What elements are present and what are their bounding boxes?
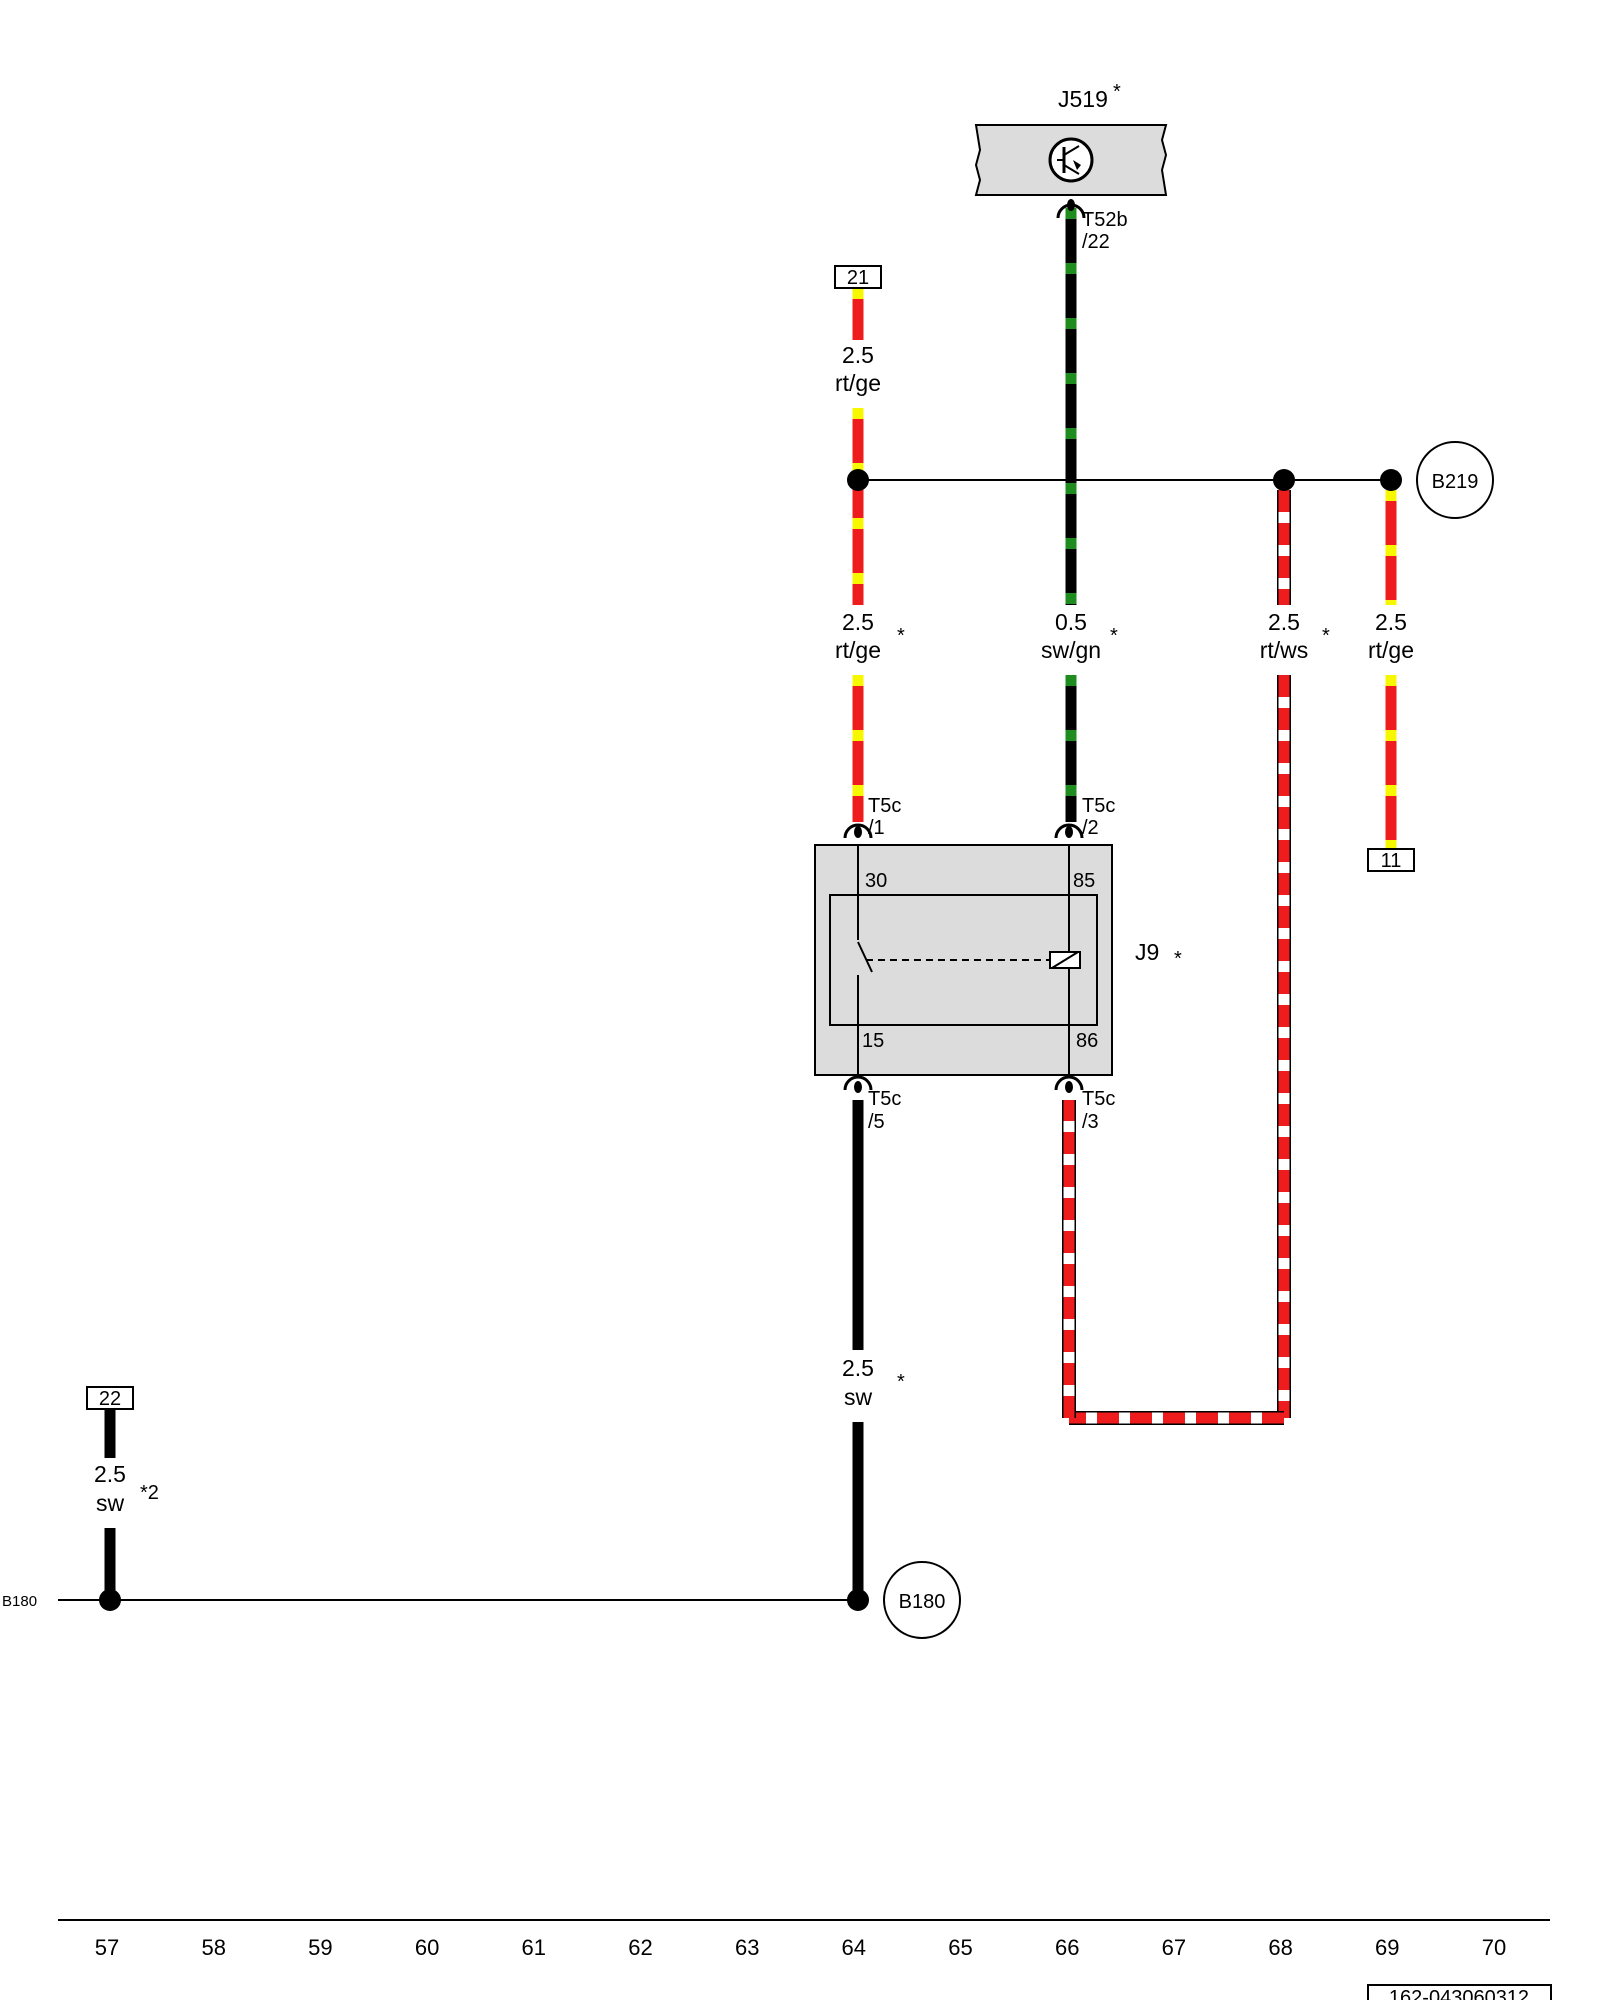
wire-3-color: rt/ws bbox=[1260, 637, 1309, 663]
relay-switch-blade bbox=[857, 941, 873, 973]
ref-box-11[interactable]: 11 bbox=[1367, 848, 1415, 872]
node-b180[interactable]: B180 bbox=[883, 1561, 961, 1639]
wire-6-color: sw bbox=[96, 1490, 125, 1516]
footer-column-number: 59 bbox=[308, 1935, 332, 1960]
connector-t5c-3-name: T5c bbox=[1082, 1088, 1115, 1110]
node-b180-label: B180 bbox=[899, 1591, 946, 1613]
junction-dot bbox=[99, 1589, 121, 1611]
footer-column-number: 60 bbox=[415, 1935, 439, 1960]
j9-relay[interactable] bbox=[814, 844, 1113, 1076]
connector-t5c-1-pin: /1 bbox=[868, 817, 885, 839]
j9-label: J9 bbox=[1135, 939, 1159, 965]
connector-t5c-2-name: T5c bbox=[1082, 795, 1115, 817]
connector-t5c-2-pin: /2 bbox=[1082, 817, 1099, 839]
node-b219[interactable]: B219 bbox=[1416, 441, 1494, 519]
wire-5-color: sw bbox=[844, 1384, 873, 1410]
connector-t5c-1-name: T5c bbox=[868, 795, 901, 817]
connector-t5c-3-pin: /3 bbox=[1082, 1111, 1099, 1133]
connector-t5c-5-name: T5c bbox=[868, 1088, 901, 1110]
wire-6-star: *2 bbox=[140, 1482, 159, 1504]
connector-t5c-5-pin: /5 bbox=[868, 1111, 885, 1133]
j9-terminal-85: 85 bbox=[1073, 870, 1095, 892]
doc-id: 162-043060312 bbox=[1389, 1987, 1529, 2000]
node-b219-label: B219 bbox=[1432, 471, 1479, 493]
footer-column-number: 69 bbox=[1375, 1935, 1399, 1960]
wire-layer bbox=[104, 208, 1397, 1600]
node-b180-left-label: B180 bbox=[2, 1593, 37, 1610]
footer-column-number: 64 bbox=[842, 1935, 866, 1960]
relay-coil-icon bbox=[1049, 951, 1081, 969]
wire-5-size: 2.5 bbox=[842, 1355, 874, 1381]
wire-2-size: 0.5 bbox=[1055, 609, 1087, 635]
junction-dot bbox=[847, 469, 869, 491]
j519-label: J519 bbox=[1058, 86, 1108, 112]
wire-21-color: rt/ge bbox=[835, 370, 881, 396]
j519-control-unit[interactable] bbox=[974, 124, 1168, 196]
junction-dot bbox=[1273, 469, 1295, 491]
footer-column-number: 63 bbox=[735, 1935, 759, 1960]
footer-column-number: 67 bbox=[1162, 1935, 1186, 1960]
connector-hook-t52b bbox=[1056, 199, 1086, 219]
connector-hook-t5c-3 bbox=[1054, 1075, 1084, 1093]
footer-column-number: 61 bbox=[522, 1935, 546, 1960]
footer-column-number: 58 bbox=[201, 1935, 225, 1960]
wire-1-color: rt/ge bbox=[835, 637, 881, 663]
wire-21-size: 2.5 bbox=[842, 342, 874, 368]
footer-column-numbers: 57 58 59 60 61 62 63 64 65 66 67 68 69 70 bbox=[95, 1935, 1506, 1960]
junction-dot bbox=[1380, 469, 1402, 491]
footer-column-number: 70 bbox=[1482, 1935, 1506, 1960]
connector-hook-t5c-5 bbox=[843, 1075, 873, 1093]
wire-3-size: 2.5 bbox=[1268, 609, 1300, 635]
wire-1-star: * bbox=[897, 625, 905, 647]
wire-4-size: 2.5 bbox=[1375, 609, 1407, 635]
wire-5-star: * bbox=[897, 1371, 905, 1393]
wire-6-size: 2.5 bbox=[94, 1461, 126, 1487]
j9-star: * bbox=[1174, 948, 1182, 970]
j9-terminal-15: 15 bbox=[862, 1030, 884, 1052]
j519-star: * bbox=[1113, 81, 1121, 103]
wire-2-color: sw/gn bbox=[1041, 637, 1101, 663]
ref-box-21[interactable]: 21 bbox=[834, 265, 882, 289]
transistor-icon bbox=[1048, 137, 1094, 183]
wire-1-size: 2.5 bbox=[842, 609, 874, 635]
ref-box-21-label: 21 bbox=[847, 267, 869, 289]
j519-connector-pin: /22 bbox=[1082, 231, 1110, 253]
j9-terminal-30: 30 bbox=[865, 870, 887, 892]
doc-id-box: 162-043060312 bbox=[1367, 1984, 1552, 2000]
ref-box-22[interactable]: 22 bbox=[86, 1386, 134, 1410]
ref-box-11-label: 11 bbox=[1381, 850, 1402, 872]
footer-column-number: 65 bbox=[948, 1935, 972, 1960]
footer-column-number: 68 bbox=[1268, 1935, 1292, 1960]
junction-dot bbox=[847, 1589, 869, 1611]
ref-box-22-label: 22 bbox=[99, 1388, 121, 1410]
footer-column-number: 62 bbox=[628, 1935, 652, 1960]
footer-column-number: 57 bbox=[95, 1935, 119, 1960]
wire-4-color: rt/ge bbox=[1368, 637, 1414, 663]
connector-hook-t5c-2 bbox=[1054, 823, 1084, 839]
j519-connector-name: T52b bbox=[1082, 209, 1128, 231]
connector-hook-t5c-1 bbox=[843, 823, 873, 839]
wire-3-star: * bbox=[1322, 625, 1330, 647]
footer-column-number: 66 bbox=[1055, 1935, 1079, 1960]
j9-terminal-86: 86 bbox=[1076, 1030, 1098, 1052]
wire-2-star: * bbox=[1110, 625, 1118, 647]
